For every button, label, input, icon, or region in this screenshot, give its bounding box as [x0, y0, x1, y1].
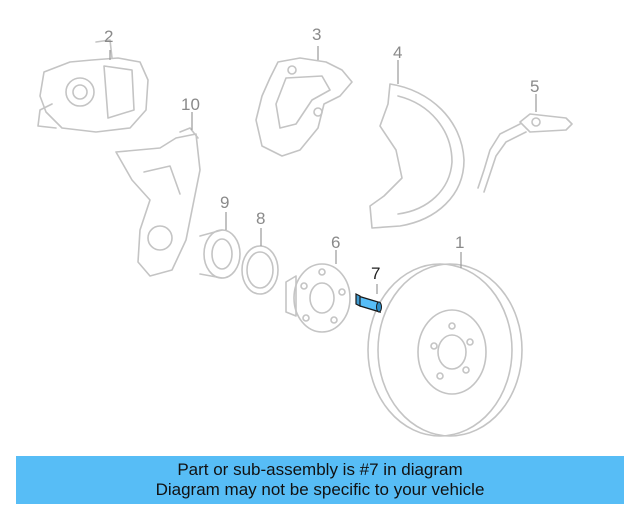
callout-7[interactable]: 7: [371, 264, 380, 283]
callout-3[interactable]: 3: [312, 25, 321, 44]
part-3-caliper-bracket[interactable]: [255, 57, 353, 157]
callout-4[interactable]: 4: [393, 43, 402, 62]
part-2-caliper[interactable]: [37, 39, 149, 133]
disclaimer-text: Diagram may not be specific to your vehi…: [155, 480, 485, 499]
callout-9[interactable]: 9: [220, 193, 229, 212]
part-5-sensor[interactable]: [477, 113, 573, 193]
callout-8[interactable]: 8: [256, 209, 265, 228]
exploded-parts-diagram: 2 3 4 5 10 9 8: [37, 25, 573, 437]
part-7-highlighted[interactable]: [355, 293, 382, 314]
part-4-splash-shield[interactable]: [369, 83, 465, 229]
part-9-wheel-bearing[interactable]: [199, 229, 241, 279]
part-info-text: Part or sub-assembly is #7 in diagram: [177, 460, 463, 479]
callout-6[interactable]: 6: [331, 233, 340, 252]
callout-2[interactable]: 2: [104, 27, 113, 46]
info-banner: Part or sub-assembly is #7 in diagram Di…: [16, 456, 624, 504]
part-1-brake-rotor[interactable]: [367, 263, 523, 437]
callout-10[interactable]: 10: [181, 95, 200, 114]
callout-5[interactable]: 5: [530, 77, 539, 96]
part-10-steering-knuckle[interactable]: [115, 127, 201, 277]
part-6-hub[interactable]: [285, 263, 351, 333]
part-8-snap-ring[interactable]: [241, 245, 279, 295]
callout-1[interactable]: 1: [455, 233, 464, 252]
